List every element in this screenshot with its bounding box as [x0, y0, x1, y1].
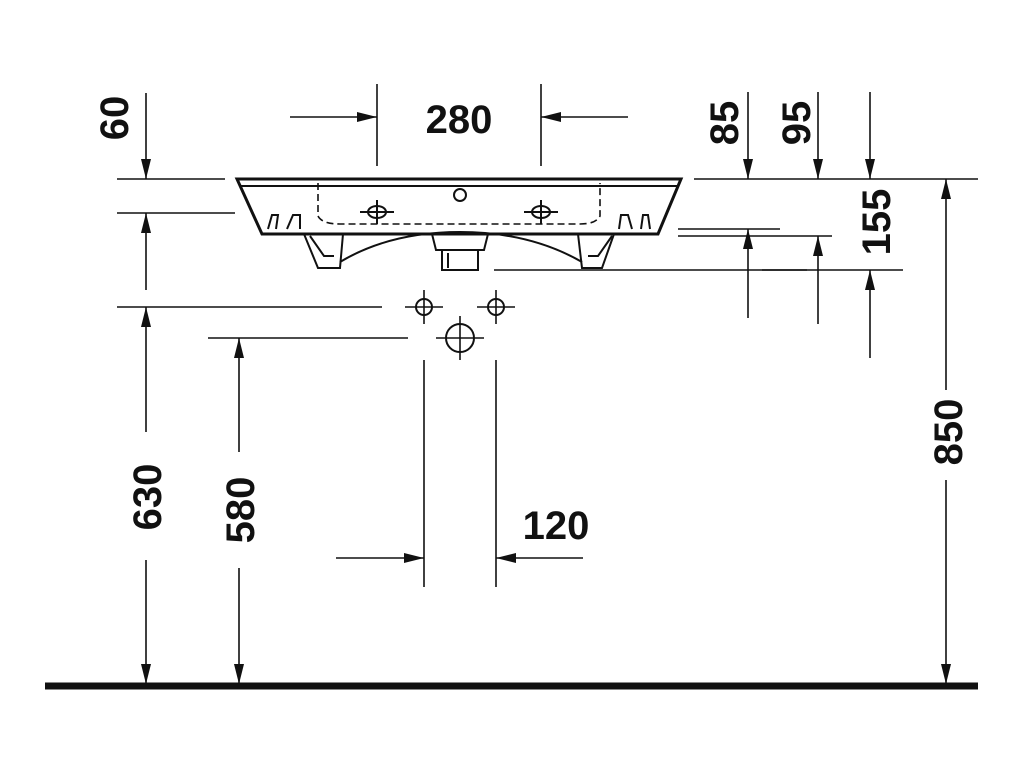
tap-hole-right [524, 200, 558, 224]
dimension-label-95: 95 [775, 101, 819, 146]
overflow-hole [453, 188, 467, 202]
dimension-label-280: 280 [426, 98, 493, 142]
waste-connection [436, 316, 484, 360]
washbasin [234, 177, 684, 271]
dimension-lines [141, 92, 951, 684]
dimension-label-155: 155 [855, 189, 899, 256]
dimension-label-60: 60 [93, 96, 137, 141]
tap-hole-left [360, 200, 394, 224]
supply-connection-left [405, 290, 443, 324]
dimension-label-85: 85 [703, 101, 747, 146]
dimension-label-580: 580 [219, 477, 263, 544]
dimension-label-120: 120 [523, 504, 590, 548]
dimension-label-630: 630 [126, 464, 170, 531]
supply-connection-right [477, 290, 515, 324]
dimension-label-850: 850 [927, 399, 971, 466]
extension-lines [117, 84, 978, 587]
